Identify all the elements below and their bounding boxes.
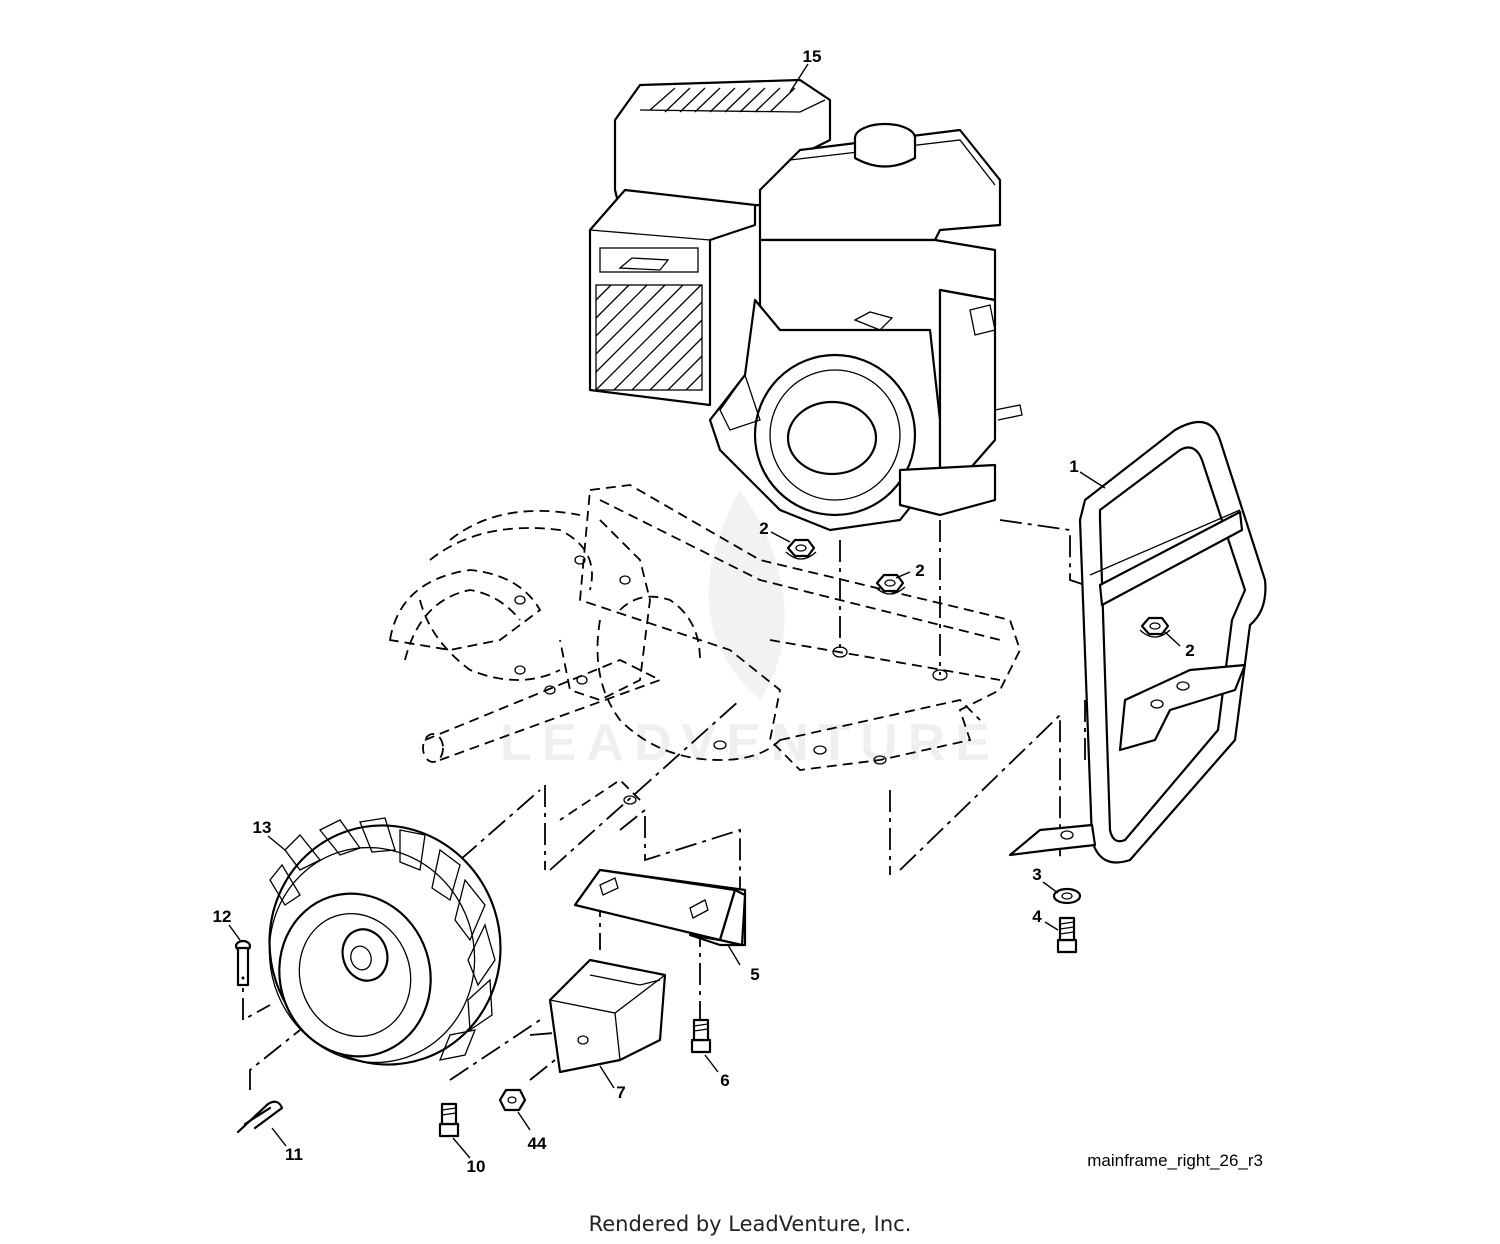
bolt-10[interactable]: [438, 1102, 460, 1138]
callout-44: 44: [528, 1134, 547, 1153]
bolt-6[interactable]: [690, 1018, 712, 1054]
watermark-flame-icon: [708, 490, 785, 700]
callout-6: 6: [720, 1071, 729, 1090]
panel-hatch: [595, 284, 703, 391]
callout-2-c: 2: [1185, 641, 1194, 660]
engine[interactable]: [588, 78, 1023, 532]
callout-10: 10: [467, 1157, 486, 1176]
callout-5: 5: [750, 965, 759, 984]
assembly-lines: [242, 519, 1161, 1090]
diagram-id: mainframe_right_26_r3: [1087, 1151, 1263, 1170]
callout-1: 1: [1069, 457, 1078, 476]
flange-nut-b[interactable]: [874, 573, 906, 595]
washer[interactable]: [1052, 887, 1082, 905]
flange-nut-c[interactable]: [1139, 616, 1171, 638]
callout-2-b: 2: [915, 561, 924, 580]
flange-nut-a[interactable]: [785, 538, 817, 560]
callout-15: 15: [803, 47, 822, 66]
callout-2-a: 2: [759, 519, 768, 538]
callout-4: 4: [1032, 907, 1042, 926]
footer-credit: Rendered by LeadVenture, Inc.: [589, 1212, 912, 1236]
callout-7: 7: [616, 1083, 625, 1102]
mounting-bracket[interactable]: [573, 868, 747, 947]
nut-44[interactable]: [498, 1088, 527, 1112]
leader-lines: [228, 63, 1181, 1159]
watermark-text: LEADVENTURE: [500, 714, 1000, 772]
callout-12: 12: [213, 907, 232, 926]
wheel-weight[interactable]: [548, 958, 667, 1074]
front-bumper[interactable]: [1008, 420, 1267, 864]
clevis-pin[interactable]: [234, 939, 252, 987]
callout-11: 11: [285, 1145, 303, 1164]
mainframe-phantom: [388, 484, 1021, 821]
callout-13: 13: [253, 818, 272, 837]
bolt-4[interactable]: [1056, 916, 1078, 954]
hairpin-clip[interactable]: [236, 1100, 284, 1134]
callouts: 15 1 2 2 2 3 4 5 6 7 10 44 11 12 13: [213, 47, 1195, 1176]
wheel-tire[interactable]: [239, 795, 532, 1094]
callout-3: 3: [1032, 865, 1041, 884]
tank-hatch: [649, 87, 796, 113]
watermark: LEADVENTURE: [500, 490, 1000, 772]
